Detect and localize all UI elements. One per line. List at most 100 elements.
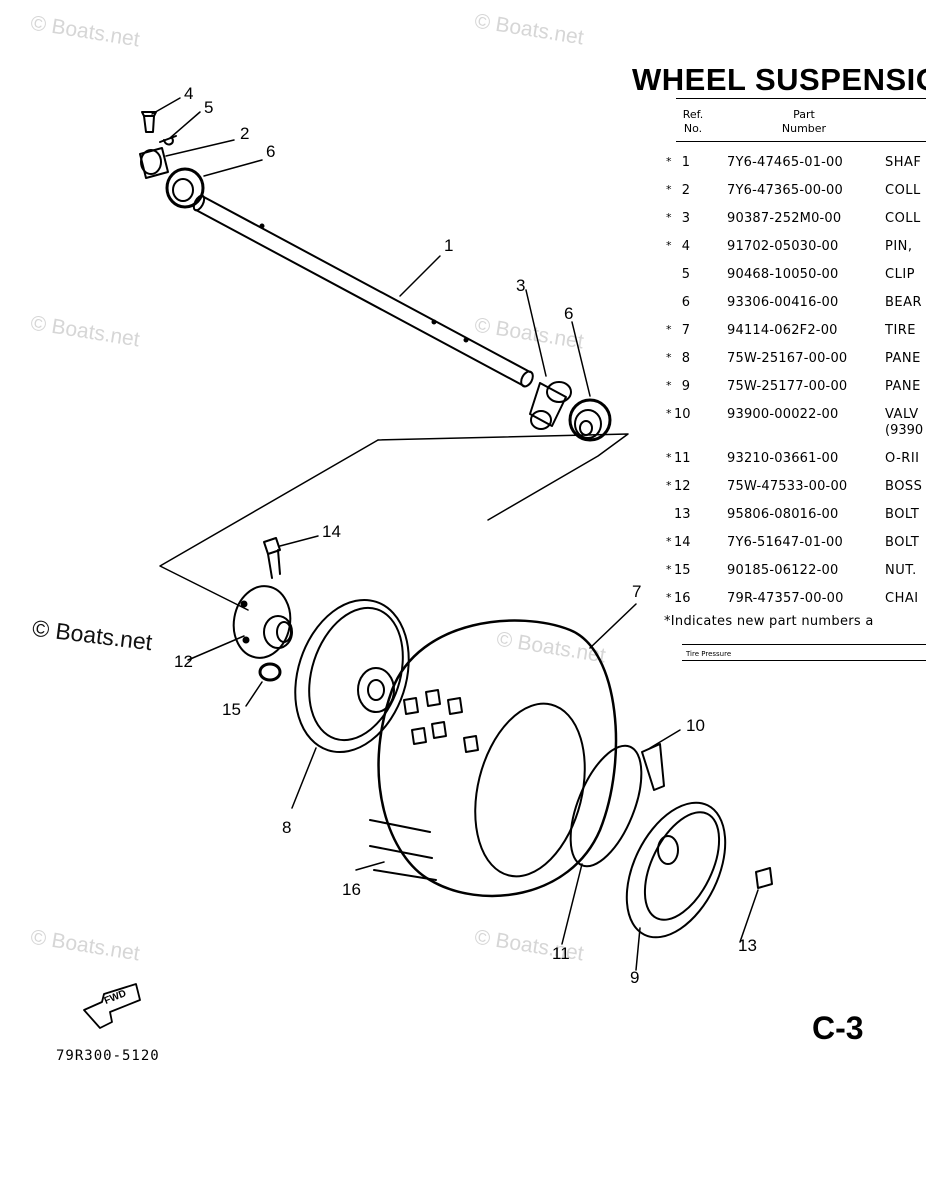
- row-part-number: 93900-00022-00: [727, 407, 839, 422]
- row-description: BOLT: [885, 535, 920, 550]
- row-ref-no: 10: [674, 407, 691, 422]
- callout-16: 16: [342, 880, 361, 899]
- row-part-number: 7Y6-47365-00-00: [727, 183, 843, 198]
- tire-7: [369, 619, 618, 898]
- row-part-number: 90468-10050-00: [727, 267, 839, 282]
- callout-12: 12: [174, 652, 193, 671]
- row-ref-no: 6: [681, 295, 690, 310]
- callout-15: 15: [222, 700, 241, 719]
- callout-10: 10: [686, 716, 705, 735]
- row-ref-no: 11: [674, 451, 691, 466]
- row-ref-no: 1: [681, 155, 690, 170]
- drawing-number: 79R300-5120: [56, 1048, 160, 1064]
- page-title: WHEEL SUSPENSIO: [632, 62, 926, 97]
- row-description: CLIP: [885, 267, 915, 282]
- callout-8: 8: [282, 818, 292, 837]
- row-star: *: [666, 239, 672, 252]
- row-ref-no: 14: [674, 535, 691, 550]
- row-description: COLL: [885, 211, 921, 226]
- row-ref-no: 12: [674, 479, 691, 494]
- bearing-6-upper: [165, 167, 205, 209]
- row-ref-no: 5: [681, 267, 690, 282]
- tire-pressure-rule: [682, 660, 926, 661]
- title-underline: [676, 98, 926, 99]
- callout-4: 4: [184, 84, 194, 103]
- valve-10: [641, 743, 665, 791]
- pin-4: [141, 111, 157, 133]
- row-ref-no: 13: [674, 507, 691, 522]
- callout-11: 11: [552, 944, 570, 963]
- row-star: *: [666, 591, 672, 604]
- row-description: O-RII: [885, 451, 920, 466]
- row-description: TIRE: [885, 323, 917, 338]
- row-star: *: [666, 479, 672, 492]
- row-ref-no: 16: [674, 591, 691, 606]
- row-description: VALV: [885, 407, 919, 422]
- callout-3: 3: [516, 276, 526, 295]
- tire-pressure-label: Tire Pressure: [686, 650, 732, 658]
- collar-3: [529, 381, 572, 430]
- header-ref: Ref. No.: [682, 108, 704, 135]
- row-part-number: 95806-08016-00: [727, 507, 839, 522]
- assembly-outline: [159, 433, 629, 611]
- row-description: BOLT: [885, 507, 920, 522]
- wheel-panel-8: [294, 598, 410, 754]
- note-rule: [682, 644, 926, 645]
- row-ref-no: 9: [681, 379, 690, 394]
- callout-14: 14: [322, 522, 341, 541]
- row-ref-no: 4: [681, 239, 690, 254]
- callout-5: 5: [204, 98, 214, 117]
- row-description: PIN,: [885, 239, 913, 254]
- header-part-number: Part Number: [781, 108, 827, 135]
- new-part-note: *Indicates new part numbers a: [664, 614, 874, 629]
- callout-13: 13: [738, 936, 757, 955]
- bolt-13: [755, 867, 773, 889]
- row-ref-no: 15: [674, 563, 691, 578]
- row-description: CHAI: [885, 591, 919, 606]
- clip-5: [159, 135, 177, 146]
- bolt-14: [263, 537, 281, 579]
- row-description: SHAF: [885, 155, 922, 170]
- fwd-arrow-icon: [83, 983, 141, 1029]
- axle-shaft: [192, 194, 534, 388]
- row-star: *: [666, 155, 672, 168]
- row-part-number: 75W-47533-00-00: [727, 479, 848, 494]
- row-star: *: [666, 451, 672, 464]
- row-star: *: [666, 211, 672, 224]
- header-rule: [676, 141, 926, 142]
- row-description: PANE: [885, 379, 921, 394]
- row-part-number: 7Y6-51647-01-00: [727, 535, 843, 550]
- row-ref-no: 8: [681, 351, 690, 366]
- row-ref-no: 3: [681, 211, 690, 226]
- row-star: *: [666, 323, 672, 336]
- row-part-number: 91702-05030-00: [727, 239, 839, 254]
- page-code: C-3: [812, 1010, 864, 1046]
- callout-7: 7: [632, 582, 642, 601]
- wheel-panel-9: [625, 801, 727, 939]
- row-part-number: 75W-25167-00-00: [727, 351, 848, 366]
- row-ref-no: 2: [681, 183, 690, 198]
- row-star: *: [666, 407, 672, 420]
- row-description: BOSS: [885, 479, 923, 494]
- row-part-number: 75W-25177-00-00: [727, 379, 848, 394]
- callout-6-lower: 6: [564, 304, 574, 323]
- nut-15: [258, 662, 282, 682]
- row-star: *: [666, 379, 672, 392]
- row-part-number: 7Y6-47465-01-00: [727, 155, 843, 170]
- row-star: *: [666, 563, 672, 576]
- collar-2: [139, 147, 169, 179]
- callout-9: 9: [630, 968, 640, 987]
- callout-2: 2: [240, 124, 250, 143]
- row-part-number: 90185-06122-00: [727, 563, 839, 578]
- leader-lines: [151, 97, 759, 971]
- row-part-number: 90387-252M0-00: [727, 211, 842, 226]
- callout-1: 1: [444, 236, 454, 255]
- row-part-number: 79R-47357-00-00: [727, 591, 844, 606]
- row-star: *: [666, 183, 672, 196]
- row-description: COLL: [885, 183, 921, 198]
- row-description: PANE: [885, 351, 921, 366]
- row-ref-no: 7: [681, 323, 690, 338]
- hub-boss-12: [232, 585, 293, 659]
- row-part-number: 94114-062F2-00: [727, 323, 838, 338]
